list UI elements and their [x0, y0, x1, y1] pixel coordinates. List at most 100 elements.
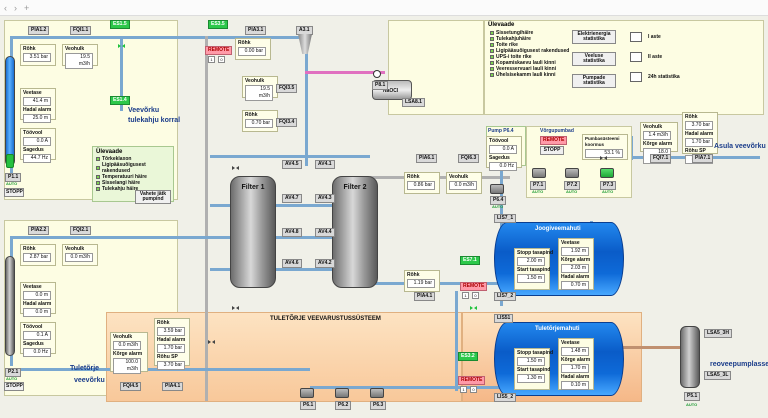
tag-a3-1[interactable]: A3.1	[296, 26, 313, 35]
p64-pump-icon[interactable]	[490, 184, 504, 194]
tag-pia4-1b[interactable]: PIA4.1	[162, 382, 184, 391]
filter-top-pipe	[210, 155, 370, 158]
alarm-label-3: Sisselangi häire	[102, 180, 141, 186]
add-tab-icon[interactable]: +	[24, 3, 30, 13]
tag-p5-1[interactable]: P5.1	[684, 392, 701, 401]
well1-pump-icon[interactable]	[6, 154, 14, 168]
remote-vorgu[interactable]: REMOTE	[540, 136, 568, 145]
elektrienergia-button[interactable]: Elektrienergia statistika	[572, 30, 616, 44]
tag-p1-1[interactable]: P1.1	[5, 173, 22, 182]
tag-pia6-1[interactable]: PIA6.1	[416, 154, 438, 163]
stat-3-label[interactable]: 24h statistika	[648, 74, 680, 80]
valve-es71-icon[interactable]	[470, 306, 477, 311]
tag-p6-2[interactable]: P6.2	[335, 401, 352, 410]
tag-lis5-2[interactable]: LIS5_2	[494, 393, 517, 402]
tag-lis5-1[interactable]: LIS51	[494, 314, 514, 323]
tag-pia4-1[interactable]: PIA4.1	[414, 292, 436, 301]
tag-av4-7[interactable]: AV4.7	[282, 194, 302, 203]
vahetus-button[interactable]: Vahete jätk pumpind	[135, 190, 171, 204]
tag-lsa5-3l[interactable]: LSA5_3L	[704, 371, 732, 380]
es3-5-box-b[interactable]: 0	[218, 56, 225, 63]
alarm-indicator-2	[96, 175, 100, 179]
tag-av4-8[interactable]: AV4.8	[282, 228, 302, 237]
es7-1-box-b[interactable]: 0	[472, 292, 479, 299]
chart-icon-3[interactable]	[630, 72, 642, 82]
ulev-label-6: Veeresservuari lauli kinni	[496, 66, 557, 72]
tag-p8-1[interactable]: P8.1	[372, 81, 389, 90]
joogi-veetase-value: 1.92 m	[561, 247, 589, 256]
tag-es7-1[interactable]: ES7.1	[460, 256, 480, 265]
es3-2-box-b[interactable]: 0	[470, 386, 477, 393]
tag-p6-4[interactable]: P6.4	[490, 196, 507, 205]
chart-icon-2[interactable]	[630, 52, 642, 62]
remote-es3-2[interactable]: REMOTE	[458, 376, 486, 385]
valve-es15-icon[interactable]	[118, 44, 125, 49]
p61-pump-icon[interactable]	[300, 388, 314, 398]
dosing-meter-icon	[373, 70, 381, 78]
p1-1-stop-button[interactable]: STOPP	[4, 188, 24, 197]
tag-lsa8-1[interactable]: LSA8.1	[402, 98, 425, 107]
stat-2-label[interactable]: II aste	[648, 54, 663, 60]
valve-3-icon[interactable]	[600, 156, 607, 161]
tag-p6-3[interactable]: P6.3	[370, 401, 387, 410]
tag-fqi7-1[interactable]: FQI7.1	[650, 154, 672, 163]
tag-fqi3-4[interactable]: FQI3.4	[276, 118, 298, 127]
tag-pia7-1[interactable]: PIA7.1	[692, 154, 714, 163]
valve-1-icon[interactable]	[232, 166, 239, 171]
veeluse-button[interactable]: Veeluse statistika	[572, 52, 616, 66]
chart-icon-1[interactable]	[630, 32, 642, 42]
p73-pump-icon[interactable]	[600, 168, 614, 178]
mid-vool-a-value: 19.5 m3/h	[245, 85, 273, 101]
tag-p7-2[interactable]: P7.2	[564, 181, 581, 190]
tag-lsa5-3h[interactable]: LSA5_3H	[704, 329, 732, 338]
tag-es1-4[interactable]: ES1.4	[110, 96, 130, 105]
es3-2-box-a[interactable]: 1	[460, 386, 467, 393]
es7-1-box-a[interactable]: 1	[462, 292, 469, 299]
fire-rohk-label: Rõhk	[157, 320, 170, 326]
p62-pump-icon[interactable]	[335, 388, 349, 398]
tag-lis7-2[interactable]: LIS7_2	[494, 292, 517, 301]
tag-p7-3[interactable]: P7.3	[600, 181, 617, 190]
stat-1-label[interactable]: I aste	[648, 34, 661, 40]
es3-5-box-a[interactable]: 1	[208, 56, 215, 63]
tag-fqi4-5[interactable]: FQI4.5	[120, 382, 142, 391]
tag-fqi6-3[interactable]: FQI6.3	[458, 154, 480, 163]
remote-es7-1[interactable]: REMOTE	[460, 282, 488, 291]
p72-pump-icon[interactable]	[565, 168, 579, 178]
tag-pia2-2[interactable]: PIA2.2	[28, 226, 50, 235]
p2-1-stop-button[interactable]: STOPP	[4, 382, 24, 391]
tag-es3-5[interactable]: ES3.5	[208, 20, 228, 29]
tag-lis7-1[interactable]: LIS7_1	[494, 214, 517, 223]
forward-icon[interactable]: ›	[14, 3, 17, 13]
tag-av4-6[interactable]: AV4.6	[282, 259, 302, 268]
tag-fqi2-1[interactable]: FQI2.1	[70, 226, 92, 235]
mid-rohk-b-value: 0.70 bar	[245, 119, 273, 128]
well1-veetase-value: 41.4 m	[23, 97, 51, 106]
tag-pia3-1[interactable]: PIA3.1	[245, 26, 267, 35]
tag-fqi3-5[interactable]: FQI3.5	[276, 84, 298, 93]
tag-p7-1[interactable]: P7.1	[530, 181, 547, 190]
tag-av4-3[interactable]: AV4.3	[315, 194, 335, 203]
tag-p2-1[interactable]: P2.1	[5, 368, 22, 377]
tag-p6-1[interactable]: P6.1	[300, 401, 317, 410]
p71-pump-icon[interactable]	[532, 168, 546, 178]
mid-rohk-c-label: Rõhk	[407, 174, 420, 180]
tag-av4-2[interactable]: AV4.2	[315, 259, 335, 268]
mid-rohk-b-label: Rõhk	[245, 112, 258, 118]
p63-pump-icon[interactable]	[370, 388, 384, 398]
tag-es3-2[interactable]: ES3.2	[458, 352, 478, 361]
tag-es1-5[interactable]: ES1.5	[110, 20, 130, 29]
tag-fqi1-1[interactable]: FQI1.1	[70, 26, 92, 35]
tag-pia1-2[interactable]: PIA1.2	[28, 26, 50, 35]
well2-toivool-value: 0.1 A	[23, 331, 51, 340]
tag-av4-5[interactable]: AV4.5	[282, 160, 302, 169]
remote-es3-5[interactable]: REMOTE	[205, 46, 233, 55]
pumpade-button[interactable]: Pumpade statistika	[572, 74, 616, 88]
valve-4-icon[interactable]	[208, 340, 215, 345]
vorgu-stop-button[interactable]: STOPP	[540, 146, 564, 155]
well2-sagedus-label: Sagedus	[23, 341, 44, 347]
back-icon[interactable]: ‹	[4, 3, 7, 13]
valve-2-icon[interactable]	[232, 306, 239, 311]
tag-av4-4[interactable]: AV4.4	[315, 228, 335, 237]
tag-av4-1[interactable]: AV4.1	[315, 160, 335, 169]
